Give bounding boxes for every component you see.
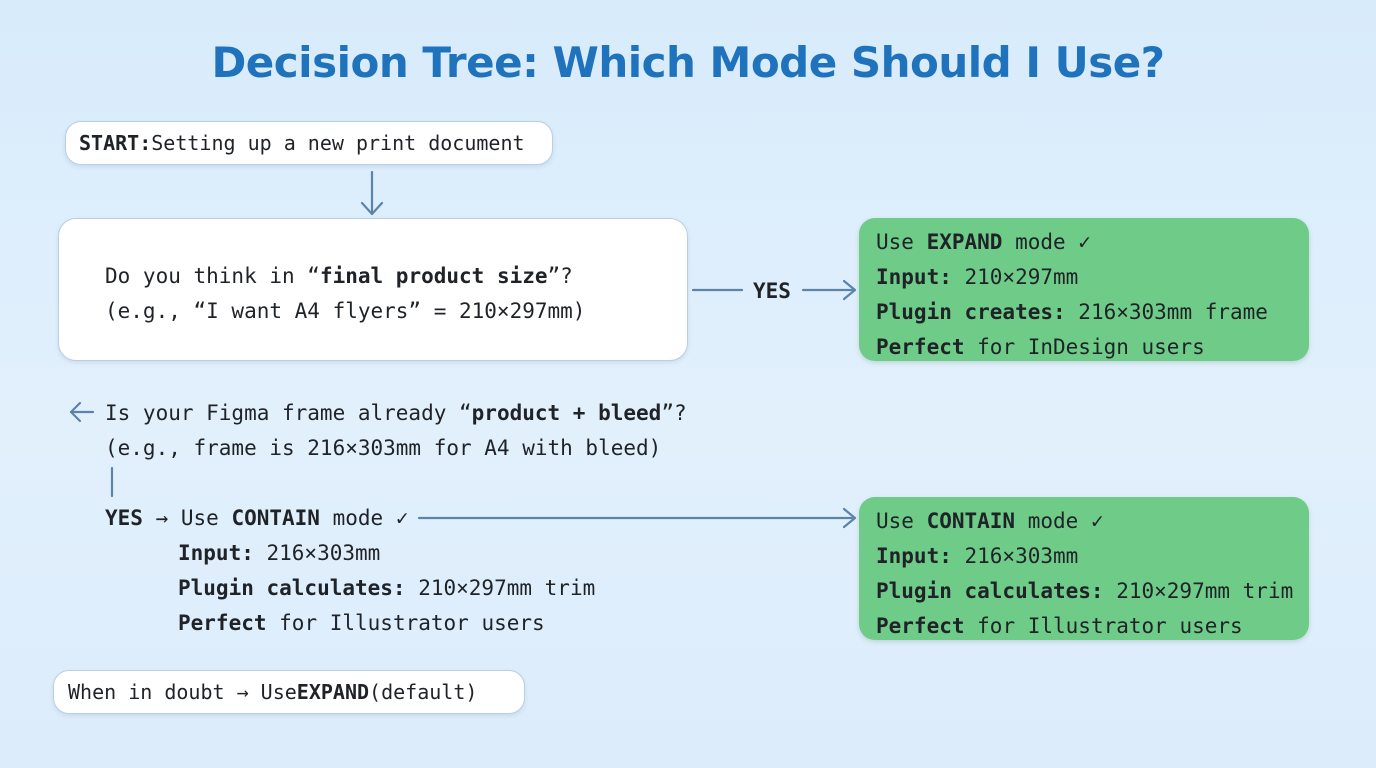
contain-branch-line1: YES → Use CONTAIN mode ✓ [105,501,595,536]
contain-l3-bold: Plugin calculates: [876,579,1104,603]
contain-yes-label: YES [105,506,143,530]
contain-branch-line2: Input: 216×303mm [105,536,595,571]
question2-bold: product + bleed [471,401,662,425]
contain-branch-l2-text: 216×303mm [253,541,381,565]
expand-result-line3: Plugin creates: 216×303mm frame [876,295,1309,330]
expand-l1-bold: EXPAND [926,230,1003,254]
question2-line2: (e.g., frame is 216×303mm for A4 with bl… [105,436,662,460]
contain-branch-l1-pre: Use [180,506,232,530]
question2-line1: Is your Figma frame already “product + b… [105,396,687,431]
contain-branch-line3: Plugin calculates: 210×297mm trim [105,571,595,606]
contain-result-box: Use CONTAIN mode ✓ Input: 216×303mm Plug… [859,497,1309,640]
contain-to-result-arrow [417,507,857,529]
expand-l1-post: mode ✓ [1002,230,1091,254]
question2-pre: Is your Figma frame already “ [105,401,472,425]
contain-l1-pre: Use [876,509,927,533]
expand-l4-text: for InDesign users [964,335,1205,359]
doubt-post: (default) [369,680,478,704]
start-label: START: [79,131,152,155]
no-branch-arrow [69,401,95,423]
contain-branch-l4-text: for Illustrator users [266,611,545,635]
contain-branch-l3-text: 210×297mm trim [405,576,596,600]
contain-l1-bold: CONTAIN [926,509,1016,533]
contain-branch-l4-bold: Perfect [178,611,267,635]
question-final-product-size: Do you think in “final product size”? (e… [58,218,688,361]
expand-l1-pre: Use [876,230,927,254]
start-to-question-arrow [360,170,384,216]
contain-result-line4: Perfect for Illustrator users [876,609,1309,644]
expand-result-box: Use EXPAND mode ✓ Input: 210×297mm Plugi… [859,218,1309,361]
default-hint: When in doubt → Use EXPAND (default) [53,670,525,714]
question1-post: ”? [547,264,573,288]
contain-branch-l2-bold: Input: [178,541,254,565]
expand-l3-text: 216×303mm frame [1065,300,1268,324]
contain-arrow-glyph: → [142,506,181,530]
expand-result-line4: Perfect for InDesign users [876,330,1309,365]
expand-l4-bold: Perfect [876,335,965,359]
start-node: START: Setting up a new print document [65,121,553,165]
contain-result-line2: Input: 216×303mm [876,539,1309,574]
start-text: Setting up a new print document [151,131,525,155]
contain-l4-bold: Perfect [876,614,965,638]
question1-line2: (e.g., “I want A4 flyers” = 210×297mm) [105,299,586,323]
question2-post: ”? [661,401,687,425]
contain-l3-text: 210×297mm trim [1103,579,1294,603]
expand-result-line1: Use EXPAND mode ✓ [876,225,1309,260]
question1-line1: Do you think in “final product size”? [105,259,687,294]
expand-result-line2: Input: 210×297mm [876,260,1309,295]
doubt-pre: When in doubt → Use [68,680,297,704]
expand-l2-bold: Input: [876,265,952,289]
contain-branch-l1-bold: CONTAIN [231,506,320,530]
question1-bold: final product size [319,264,548,288]
question-product-plus-bleed: Is your Figma frame already “product + b… [105,396,687,466]
contain-l2-text: 216×303mm [951,544,1079,568]
expand-l2-text: 210×297mm [951,265,1079,289]
contain-l1-post: mode ✓ [1015,509,1104,533]
contain-branch-l3-bold: Plugin calculates: [178,576,406,600]
doubt-bold: EXPAND [296,680,370,704]
contain-branch-l1-post: mode ✓ [319,506,409,530]
contain-branch-line4: Perfect for Illustrator users [105,606,595,641]
page-title: Decision Tree: Which Mode Should I Use? [211,38,1165,87]
contain-branch: YES → Use CONTAIN mode ✓ Input: 216×303m… [105,501,595,641]
expand-l3-bold: Plugin creates: [876,300,1066,324]
contain-l4-text: for Illustrator users [964,614,1243,638]
question1-pre: Do you think in “ [105,264,320,288]
contain-result-line1: Use CONTAIN mode ✓ [876,504,1309,539]
yes-label: YES [753,279,791,303]
contain-result-line3: Plugin calculates: 210×297mm trim [876,574,1309,609]
contain-l2-bold: Input: [876,544,952,568]
yes-to-expand-arrow [801,279,857,301]
